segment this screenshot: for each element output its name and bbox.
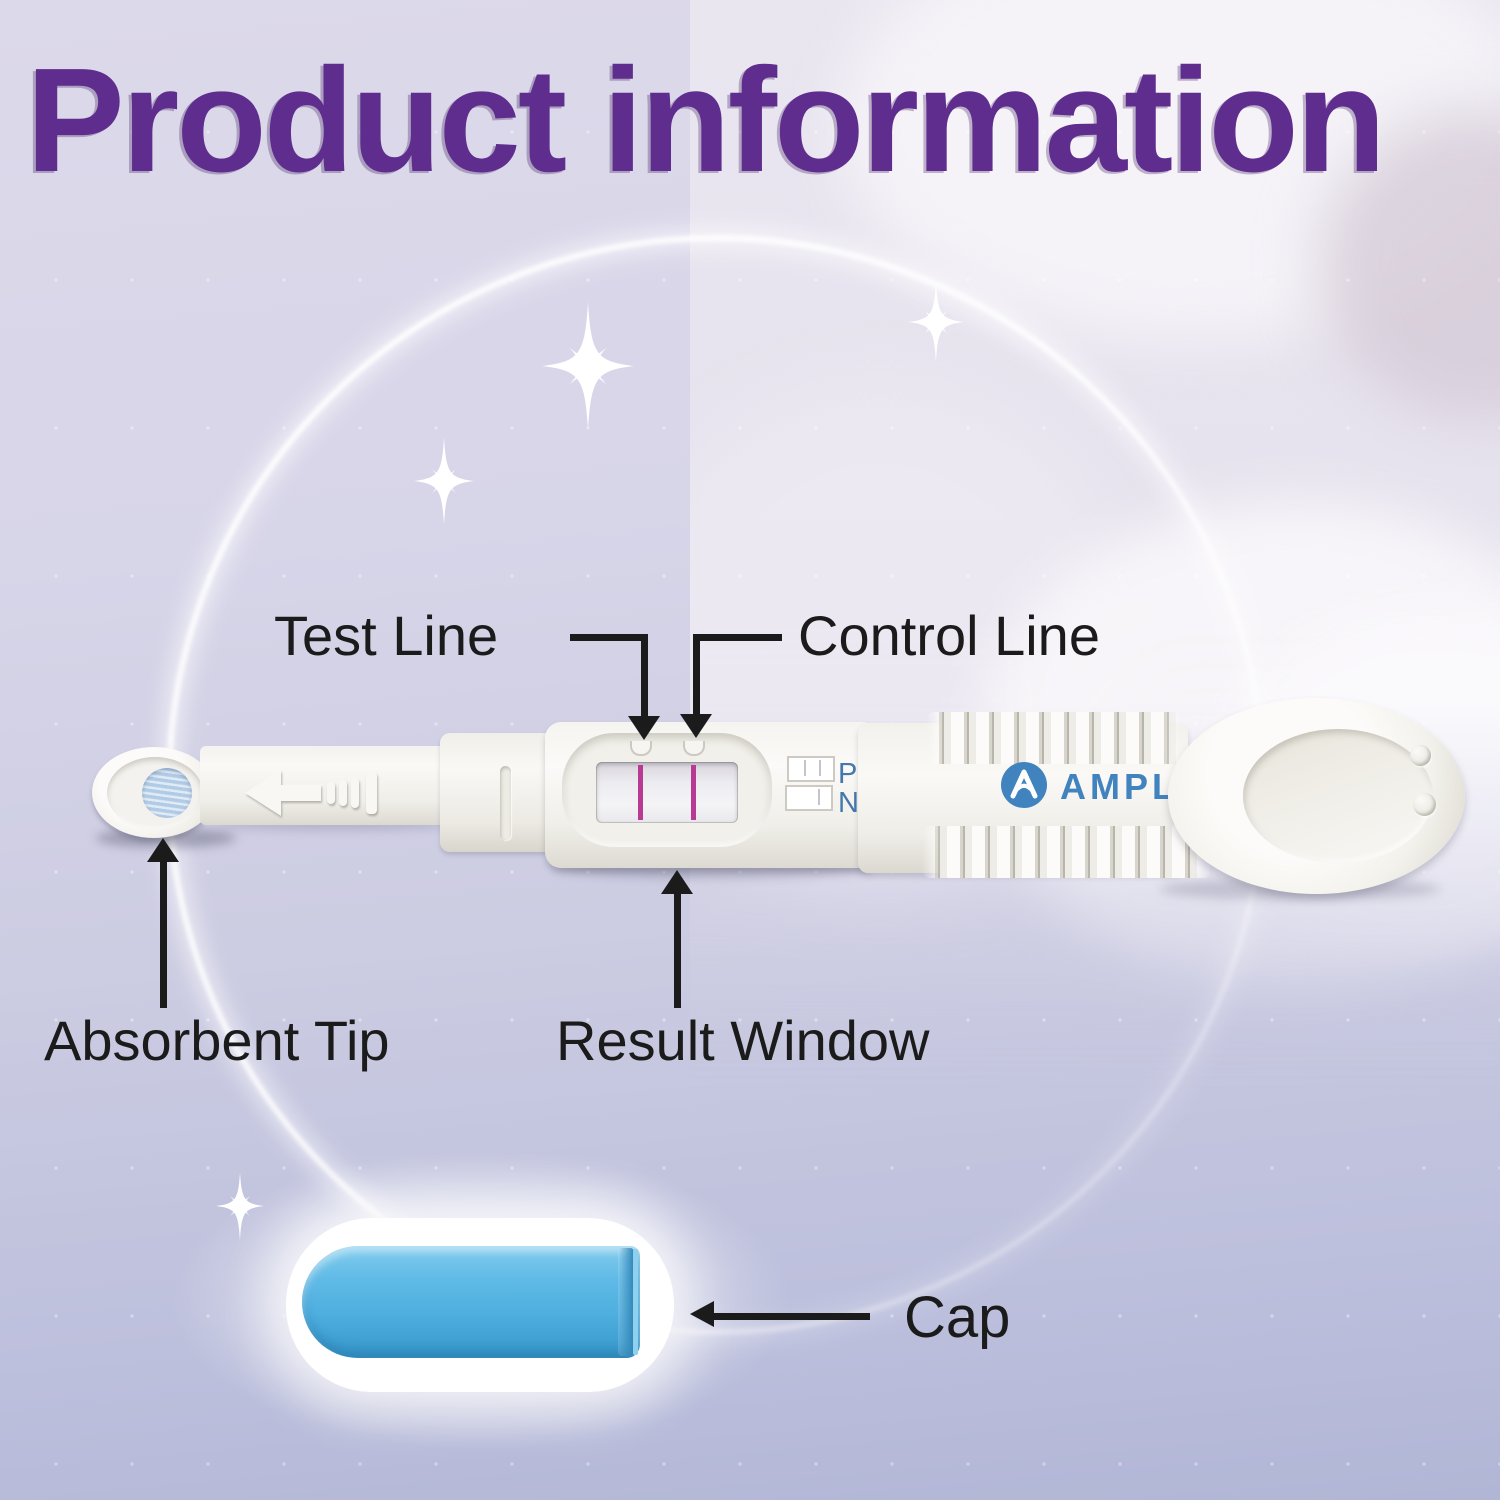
direction-arrow-tick	[327, 782, 335, 804]
stick-slot-emboss	[500, 766, 511, 840]
legend-not-pregnant-box	[785, 785, 833, 811]
pointer-control-line-arrowhead	[680, 714, 712, 738]
pointer-test-line-arrowhead	[628, 716, 660, 740]
pointer-test-line	[641, 634, 648, 720]
sparkle	[216, 1172, 264, 1240]
legend-line-mark	[818, 789, 820, 805]
stick-neck	[200, 746, 452, 825]
paddle-bump	[1413, 793, 1436, 816]
control-line	[691, 765, 696, 820]
absorbent-pad	[142, 768, 192, 818]
direction-arrow-tick	[366, 772, 377, 814]
thumb-grip-depression	[1243, 729, 1433, 863]
label-result-window: Result Window	[556, 1009, 930, 1072]
pointer-result-window	[674, 892, 681, 1008]
test-line-notch	[630, 741, 652, 756]
test-line	[638, 765, 643, 820]
grip-ribs-top	[926, 712, 1182, 764]
sparkle	[542, 302, 634, 430]
direction-arrow-tick	[339, 780, 347, 806]
direction-arrow-tick	[351, 778, 359, 808]
legend-line-mark	[804, 760, 806, 776]
label-absorbent-tip: Absorbent Tip	[44, 1009, 390, 1072]
direction-arrow-icon	[245, 770, 380, 816]
pointer-cap	[712, 1313, 870, 1320]
pointer-cap-arrowhead	[690, 1301, 714, 1327]
control-line-notch	[683, 741, 705, 756]
cap-rim-highlight	[633, 1249, 638, 1355]
direction-arrow-shaft	[275, 785, 321, 801]
pointer-result-window-arrowhead	[661, 870, 693, 894]
cap	[302, 1246, 640, 1358]
pointer-control-line	[693, 634, 700, 718]
page-title: Product information	[26, 38, 1386, 203]
label-test-line: Test Line	[274, 604, 499, 667]
sparkle	[414, 437, 474, 525]
cap-open-edge	[618, 1248, 634, 1356]
legend-line-mark	[819, 760, 821, 776]
pointer-test-line	[570, 634, 648, 641]
grip-ribs-bottom	[922, 826, 1212, 878]
legend-pregnant-box	[787, 756, 835, 782]
pointer-absorbent-tip-arrowhead	[147, 838, 179, 862]
result-window	[596, 762, 738, 823]
paddle-bump	[1410, 745, 1431, 766]
label-cap: Cap	[904, 1285, 1011, 1350]
pointer-control-line	[696, 634, 782, 641]
amplim-logo-icon	[1001, 762, 1047, 808]
label-control-line: Control Line	[798, 604, 1100, 667]
pointer-absorbent-tip	[160, 860, 167, 1008]
